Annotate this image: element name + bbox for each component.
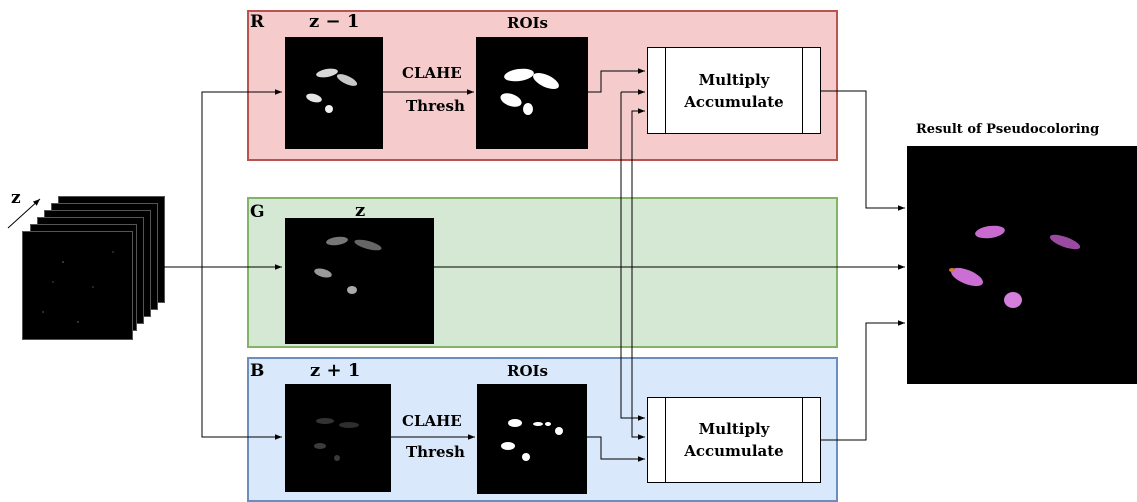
- blue-multiply-accumulate-box: Multiply Accumulate: [647, 397, 821, 483]
- red-op-line1: Multiply: [698, 70, 770, 89]
- blue-thresh-label: Thresh: [406, 443, 465, 461]
- red-roi-label: ROIs: [507, 14, 548, 32]
- blue-input-blobs: [314, 418, 359, 461]
- result-title: Result of Pseudocoloring: [916, 122, 1100, 137]
- red-roi-image: [476, 37, 588, 149]
- red-thresh-label: Thresh: [406, 97, 465, 115]
- blue-op-line1: Multiply: [698, 420, 770, 438]
- green-input-blobs: [314, 236, 382, 294]
- blue-roi-masks: [501, 419, 563, 461]
- blue-clahe-label: CLAHE: [402, 412, 462, 430]
- green-input-label: z: [355, 200, 366, 221]
- red-roi-masks: [500, 68, 559, 115]
- blue-op-line2: Accumulate: [684, 442, 784, 460]
- blue-input-label: z + 1: [310, 360, 361, 381]
- green-input-image: [285, 218, 434, 344]
- red-input-blobs: [306, 68, 358, 113]
- blue-channel-letter: B: [250, 361, 265, 381]
- blue-input-image: [285, 384, 391, 492]
- green-channel-letter: G: [250, 202, 265, 222]
- stack-slice-front: [22, 231, 133, 340]
- result-blobs: [949, 225, 1081, 308]
- red-clahe-label: CLAHE: [402, 64, 462, 82]
- blue-roi-label: ROIs: [507, 362, 548, 380]
- red-multiply-accumulate-box: Multiply Accumulate: [647, 47, 821, 134]
- red-channel-letter: R: [250, 12, 265, 32]
- red-op-line2: Accumulate: [684, 92, 784, 111]
- stack-axis-label: z: [11, 188, 21, 208]
- noise-texture: [42, 251, 114, 323]
- red-input-image: [285, 37, 383, 149]
- blue-roi-image: [477, 384, 587, 494]
- red-input-label: z − 1: [309, 11, 360, 32]
- result-image: [907, 146, 1137, 384]
